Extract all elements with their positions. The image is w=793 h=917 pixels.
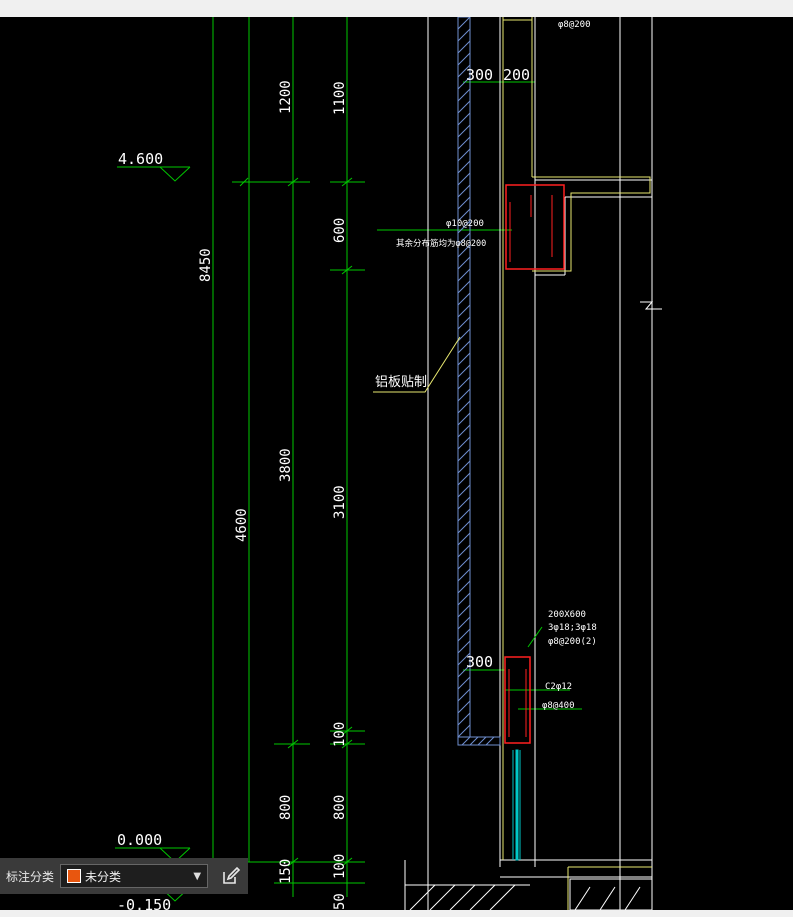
category-color-swatch — [67, 869, 82, 883]
cad-drawing-canvas[interactable]: 4.600 0.000 -0.150 8450 4600 1200 3800 8… — [0, 17, 793, 910]
ground-hatch — [405, 878, 653, 910]
inner-outline — [502, 17, 652, 910]
chevron-down-icon: ▼ — [193, 870, 202, 882]
annotation-category-label: 标注分类 — [6, 869, 55, 884]
annotation-category-dropdown[interactable]: 未分类 ▼ — [60, 864, 209, 888]
dim-4600: 4600 — [234, 508, 250, 542]
annotation-category-value: 未分类 — [85, 869, 122, 884]
beam-leader — [527, 626, 543, 648]
dim-150: 150 — [278, 859, 294, 884]
window-frame — [512, 749, 521, 861]
beam2-size: 200X600 — [548, 610, 586, 620]
dim-800-a: 800 — [278, 795, 294, 820]
dimension-texts: 8450 4600 1200 3800 800 150 1100 600 310… — [198, 66, 530, 910]
rebar-top: φ8@200 — [558, 20, 591, 30]
dim-100-b: 100 — [332, 854, 348, 879]
dim-800-b: 800 — [332, 795, 348, 820]
dim-3800: 3800 — [278, 448, 294, 482]
dim-600: 600 — [332, 218, 348, 243]
bottom-strip — [0, 910, 793, 917]
edit-icon[interactable] — [218, 863, 244, 889]
dim-1100: 1100 — [332, 81, 348, 115]
note-leader — [373, 336, 461, 393]
cladding-note: 铝板贴制 — [375, 375, 427, 390]
beam2-d: φ8@400 — [542, 701, 575, 711]
annotation-category-panel: 标注分类 未分类 ▼ — [0, 858, 248, 894]
rebar-labels: φ8@200 φ10@200 其余分布筋均为φ8@200 200X600 3φ1… — [375, 20, 597, 711]
dim-100-a: 100 — [332, 722, 348, 747]
dim-overall: 8450 — [198, 248, 214, 282]
rebar-beam1-a: φ10@200 — [446, 219, 484, 229]
dim-wall-300-b: 300 — [466, 653, 493, 671]
dimension-lines — [115, 17, 582, 902]
beams — [504, 184, 565, 744]
break-line — [640, 301, 662, 310]
elevation-bottom: -0.150 — [117, 896, 171, 910]
rebar-beam1-b: 其余分布筋均为φ8@200 — [396, 238, 486, 249]
elevation-ground: 0.000 — [117, 831, 162, 849]
cad-drawing: 4.600 0.000 -0.150 8450 4600 1200 3800 8… — [115, 17, 662, 910]
beam2-c: C2φ12 — [545, 682, 572, 692]
wall-outlines — [404, 17, 653, 910]
beam2-stirrup: φ8@200(2) — [548, 637, 597, 647]
dim-50: 50 — [332, 893, 348, 910]
dim-1200: 1200 — [278, 80, 294, 114]
top-toolbar-strip — [0, 0, 793, 17]
cladding-hatch — [457, 17, 501, 746]
dim-wall-300: 300 — [466, 66, 493, 84]
dim-wall-200: 200 — [503, 66, 530, 84]
elevation-top: 4.600 — [118, 150, 163, 168]
beam2-bars: 3φ18;3φ18 — [548, 623, 597, 633]
dim-3100: 3100 — [332, 485, 348, 519]
elevation-texts: 4.600 0.000 -0.150 — [117, 150, 171, 910]
